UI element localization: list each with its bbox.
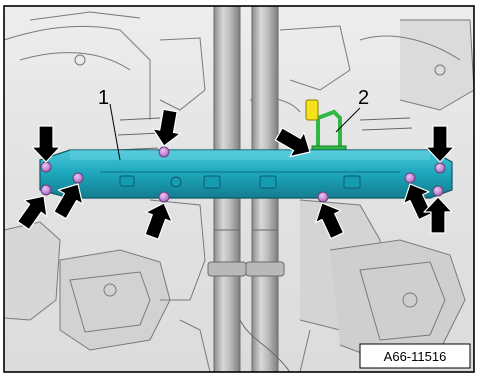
bolts: [40, 146, 446, 203]
bolt-icon: [40, 161, 52, 173]
bolt-icon: [434, 162, 446, 174]
bolt-icon: [158, 146, 170, 158]
callout-2-label: 2: [358, 87, 369, 109]
bolt-icon: [72, 172, 84, 184]
callouts: 1 2: [98, 87, 369, 161]
figure-id-box: A66-11516: [359, 343, 471, 369]
bolt-icon: [317, 191, 329, 203]
bolt-icon: [40, 184, 52, 196]
connector-icon: [305, 99, 319, 121]
callout-1-label: 1: [98, 87, 109, 109]
crossmember-item-1: [39, 149, 453, 199]
underbody-line-art: [3, 11, 475, 373]
bolt-icon: [432, 185, 444, 197]
figure-id: A66-11516: [384, 349, 447, 364]
bolt-icon: [158, 191, 170, 203]
bolt-icon: [404, 172, 416, 184]
illustration-area: 1 2 A66-11516: [3, 5, 475, 373]
